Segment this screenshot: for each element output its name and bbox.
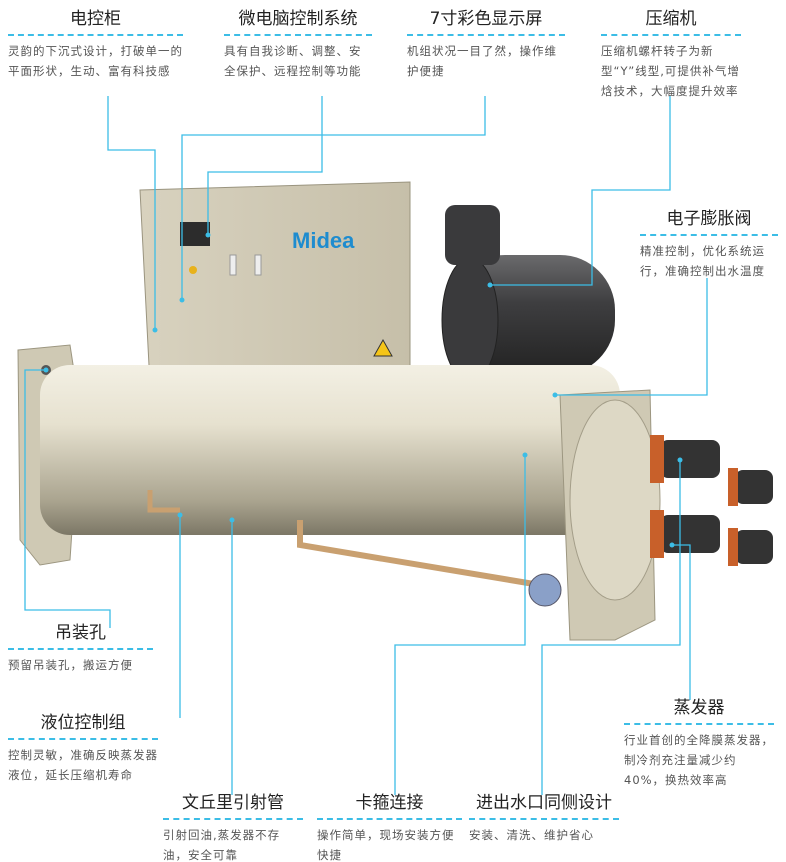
callout-title: 文丘里引射管: [182, 793, 284, 813]
callout-cabinet: 电控柜 灵韵的下沉式设计，打破单一的平面形状，生动、富有科技感: [8, 8, 183, 81]
callout-desc: 安装、清洗、维护省心: [469, 828, 594, 842]
callout-title: 吊装孔: [55, 623, 106, 643]
venturi-pipe: [297, 520, 541, 588]
callout-title: 电子膨胀阀: [666, 209, 752, 229]
callout-clamp: 卡箍连接 操作简单，现场安装方便快捷: [317, 792, 462, 862]
callout-title: 微电脑控制系统: [238, 9, 358, 29]
midea-logo: Midea: [292, 228, 355, 253]
callout-title: 压缩机: [645, 9, 697, 29]
callout-title: 电控柜: [70, 9, 121, 29]
callout-desc: 灵韵的下沉式设计，打破单一的平面形状，生动、富有科技感: [8, 44, 183, 78]
callout-desc: 压缩机螺杆转子为新型“Y”线型,可提供补气增焓技术，大幅度提升效率: [601, 44, 740, 98]
control-cabinet: [139, 181, 411, 391]
evaporator-shell: [40, 365, 620, 535]
callout-evap: 蒸发器 行业首创的全降膜蒸发器，制冷剂充注量减少约40%，换热效率高: [624, 697, 774, 790]
display-screen: [180, 222, 210, 246]
callout-lift: 吊装孔 预留吊装孔，搬运方便: [8, 622, 153, 675]
callout-lines: [24, 96, 708, 795]
callout-title: 液位控制组: [40, 713, 126, 733]
callout-compressor: 压缩机 压缩机螺杆转子为新型“Y”线型,可提供补气增焓技术，大幅度提升效率: [601, 8, 741, 101]
callout-venturi: 文丘里引射管 引射回油,蒸发器不存油，安全可靠: [163, 792, 303, 862]
callout-micro: 微电脑控制系统 具有自我诊断、调整、安全保护、远程控制等功能: [224, 8, 372, 81]
callout-desc: 机组状况一目了然，操作维护便捷: [407, 44, 557, 78]
callout-desc: 操作简单，现场安装方便快捷: [317, 828, 455, 862]
water-nozzles: [650, 435, 773, 566]
callout-eev: 电子膨胀阀 精准控制，优化系统运行，准确控制出水温度: [640, 208, 778, 281]
callout-title: 7寸彩色显示屏: [429, 9, 543, 29]
callout-desc: 控制灵敏，准确反映蒸发器液位，延长压缩机寿命: [8, 748, 158, 782]
callout-title: 卡箍连接: [355, 793, 424, 813]
callout-title: 蒸发器: [673, 698, 725, 718]
callout-level: 液位控制组 控制灵敏，准确反映蒸发器液位，延长压缩机寿命: [8, 712, 158, 785]
callout-desc: 预留吊装孔，搬运方便: [8, 658, 133, 672]
callout-desc: 行业首创的全降膜蒸发器，制冷剂充注量减少约40%，换热效率高: [624, 733, 774, 787]
callout-display: 7寸彩色显示屏 机组状况一目了然，操作维护便捷: [407, 8, 565, 81]
callout-desc: 引射回油,蒸发器不存油，安全可靠: [163, 828, 281, 862]
callout-title: 进出水口同侧设计: [476, 793, 612, 813]
callout-desc: 精准控制，优化系统运行，准确控制出水温度: [640, 244, 765, 278]
callout-desc: 具有自我诊断、调整、安全保护、远程控制等功能: [224, 44, 362, 78]
callout-water: 进出水口同侧设计 安装、清洗、维护省心: [469, 792, 619, 845]
